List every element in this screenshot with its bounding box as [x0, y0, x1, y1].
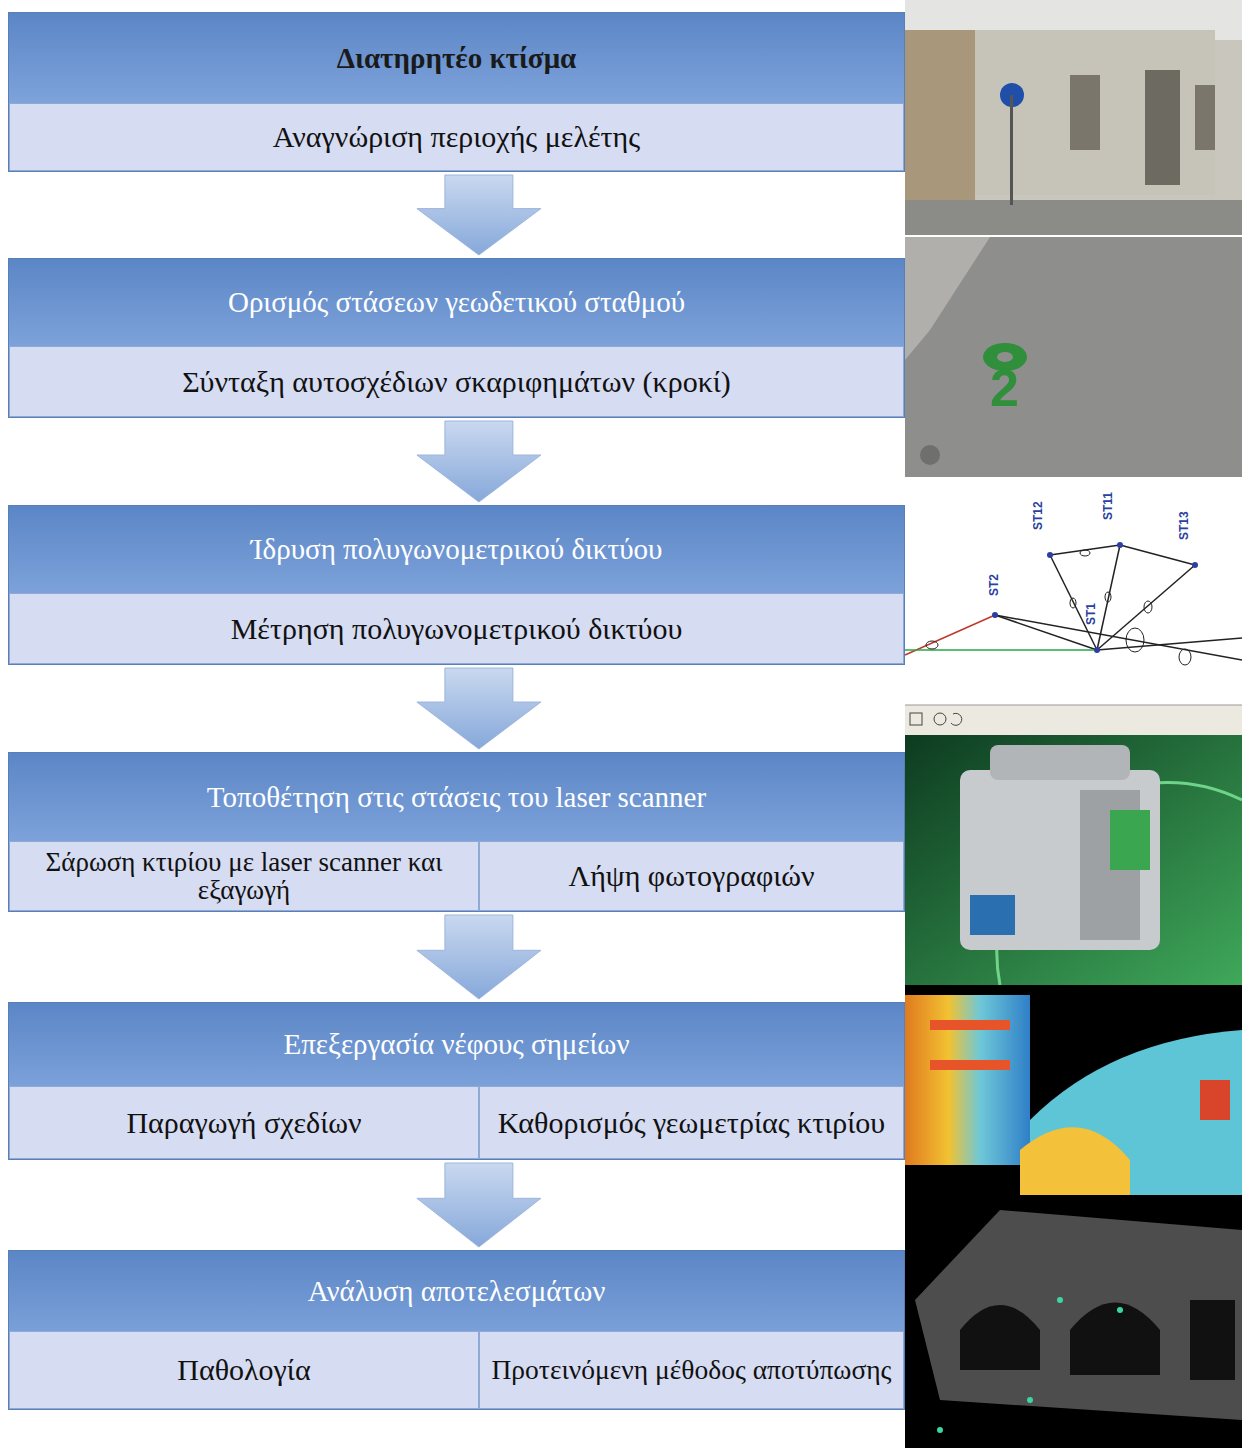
step-text: Παραγωγή σχεδίων — [118, 1107, 369, 1139]
stage-title: Τοποθέτηση στις στάσεις του laser scanne… — [197, 781, 716, 814]
step-box: Αναγνώριση περιοχής μελέτης — [9, 103, 904, 171]
stage-title-area: Διατηρητέο κτίσμα — [9, 13, 904, 103]
station-label: ST11 — [1102, 492, 1114, 520]
stage-title-area: Ορισμός στάσεων γεωδετικού σταθμού — [9, 259, 904, 346]
step-box: Λήψη φωτογραφιών — [479, 841, 904, 911]
laser-scanner-photo — [905, 735, 1242, 985]
stage-box: Τοποθέτηση στις στάσεις του laser scanne… — [8, 752, 905, 912]
station-mark-photo — [905, 237, 1242, 477]
flow-arrow — [417, 668, 541, 749]
stage-title: Διατηρητέο κτίσμα — [327, 42, 587, 75]
point-cloud-grey — [905, 1195, 1242, 1448]
stage-box: Ορισμός στάσεων γεωδετικού σταθμούΣύνταξ… — [8, 258, 905, 418]
step-box: Σάρωση κτιρίου με laser scanner και εξαγ… — [9, 841, 479, 911]
station-label: ST12 — [1032, 501, 1044, 530]
stage-title-area: Επεξεργασία νέφους σημείων — [9, 1003, 904, 1086]
painted-station-number: 2 — [990, 362, 1019, 414]
stage-box: Ίδρυση πολυγωνομετρικού δικτύουΜέτρηση π… — [8, 505, 905, 665]
stage-title-area: Ίδρυση πολυγωνομετρικού δικτύου — [9, 506, 904, 593]
step-text: Προτεινόμενη μέθοδος αποτύπωσης — [484, 1356, 900, 1385]
point-cloud-color — [905, 985, 1242, 1195]
stage-title: Ορισμός στάσεων γεωδετικού σταθμού — [218, 286, 695, 319]
flow-arrow — [417, 421, 541, 502]
stage-box: Ανάλυση αποτελεσμάτωνΠαθολογία Προτεινόμε… — [8, 1250, 905, 1410]
flow-arrow — [417, 1163, 541, 1247]
stage-title: Ίδρυση πολυγωνομετρικού δικτύου — [241, 533, 673, 566]
stage-box: Επεξεργασία νέφους σημείωνΠαραγωγή σχεδί… — [8, 1002, 905, 1160]
step-text: Καθορισμός γεωμετρίας κτιρίου — [490, 1107, 893, 1139]
stage-box: Διατηρητέο κτίσμαΑναγνώριση περιοχής μελ… — [8, 12, 905, 172]
building-photo — [905, 0, 1242, 235]
step-text: Σάρωση κτιρίου με laser scanner και εξαγ… — [10, 848, 478, 905]
step-text: Σύνταξη αυτοσχέδιων σκαριφημάτων (κροκί) — [174, 366, 739, 398]
step-box: Παθολογία — [9, 1331, 479, 1409]
step-box: Παραγωγή σχεδίων — [9, 1086, 479, 1159]
network-diagram — [905, 480, 1242, 735]
flow-arrow — [417, 175, 541, 255]
step-text: Παθολογία — [169, 1354, 318, 1386]
station-label: ST13 — [1178, 511, 1190, 540]
step-box: Μέτρηση πολυγωνομετρικού δικτύου — [9, 593, 904, 664]
step-text: Μέτρηση πολυγωνομετρικού δικτύου — [223, 613, 691, 645]
step-box: Προτεινόμενη μέθοδος αποτύπωσης — [479, 1331, 904, 1409]
flow-arrow — [417, 915, 541, 999]
step-box: Σύνταξη αυτοσχέδιων σκαριφημάτων (κροκί) — [9, 346, 904, 417]
step-text: Λήψη φωτογραφιών — [560, 860, 822, 892]
stage-title: Ανάλυση αποτελεσμάτων — [298, 1275, 616, 1308]
step-box: Καθορισμός γεωμετρίας κτιρίου — [479, 1086, 904, 1159]
station-label: ST1 — [1085, 603, 1097, 625]
station-label: ST2 — [988, 574, 1000, 596]
stage-title: Επεξεργασία νέφους σημείων — [273, 1028, 639, 1061]
stage-title-area: Τοποθέτηση στις στάσεις του laser scanne… — [9, 753, 904, 841]
stage-title-area: Ανάλυση αποτελεσμάτων — [9, 1251, 904, 1331]
step-text: Αναγνώριση περιοχής μελέτης — [265, 121, 648, 153]
